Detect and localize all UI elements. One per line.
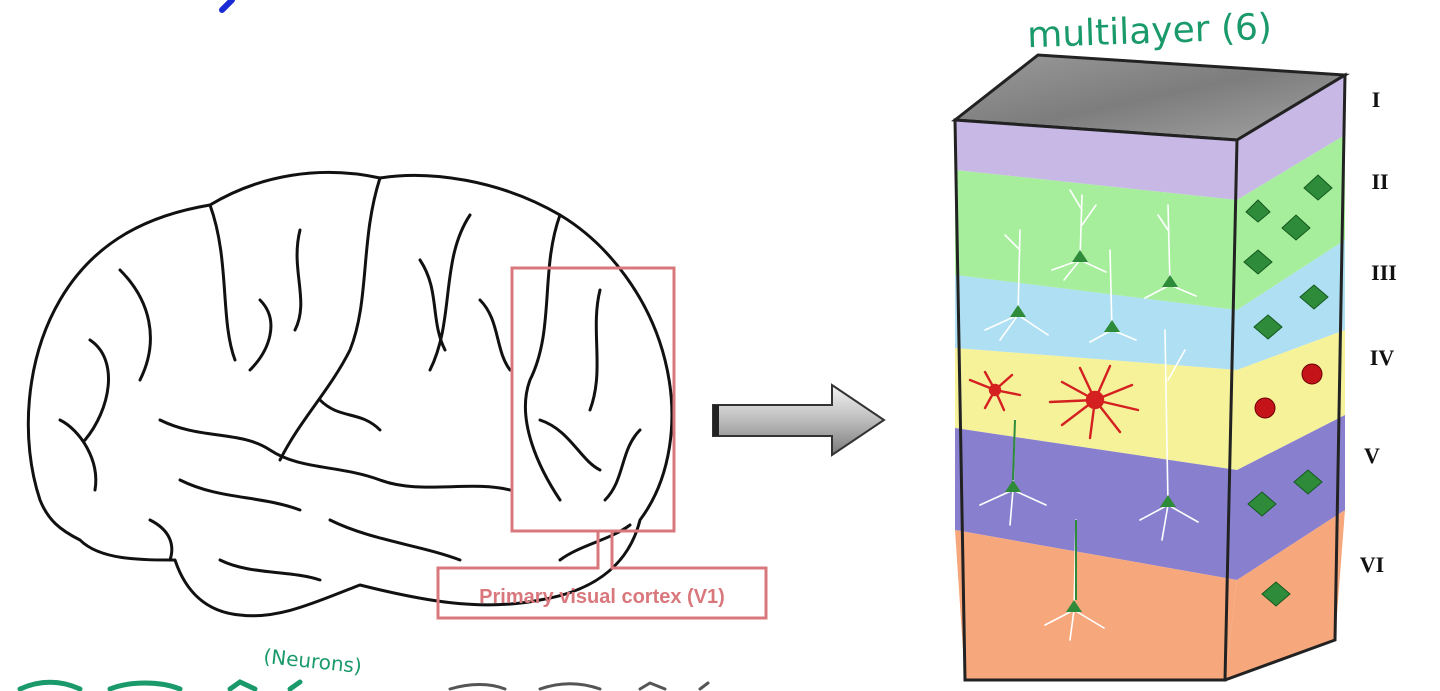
side-stellate-cells bbox=[1254, 363, 1323, 419]
side-cells bbox=[1243, 174, 1333, 607]
neurons-note: (Neurons) bbox=[262, 644, 363, 678]
front-layer-3 bbox=[955, 275, 1237, 370]
v1-callout-frame bbox=[436, 531, 768, 620]
multilayer-note: multilayer (6) bbox=[1027, 7, 1273, 57]
layer-label-4: IV bbox=[1370, 345, 1395, 370]
front-stellate-cells bbox=[968, 364, 1140, 440]
v1-region-label: Primary visual cortex (V1) bbox=[479, 586, 725, 608]
front-layer-2 bbox=[955, 170, 1237, 310]
front-layer-6 bbox=[955, 530, 1237, 680]
brain-outline bbox=[26, 170, 674, 618]
cortex-block bbox=[951, 53, 1350, 682]
layer-label-6: VI bbox=[1360, 552, 1384, 577]
arrow-right-icon bbox=[712, 383, 886, 457]
layer-numerals: I II III IV V VI bbox=[1360, 87, 1397, 577]
cropped-dark-handwriting bbox=[448, 681, 710, 691]
layer-label-2: II bbox=[1371, 169, 1388, 194]
layer-label-3: III bbox=[1371, 260, 1397, 285]
cropped-green-handwriting bbox=[17, 679, 303, 691]
layer-label-1: I bbox=[1372, 87, 1381, 112]
blue-ink-mark bbox=[219, 0, 235, 13]
v1-region-box bbox=[510, 266, 676, 533]
side-layer-3 bbox=[1237, 240, 1345, 370]
side-layer-4 bbox=[1237, 330, 1345, 470]
v1-region-highlight bbox=[436, 266, 768, 620]
side-layer-1 bbox=[1237, 75, 1345, 200]
brain-illustration bbox=[26, 170, 674, 618]
front-layer-5 bbox=[955, 428, 1237, 580]
side-layer-5 bbox=[1237, 415, 1345, 580]
layer-label-5: V bbox=[1364, 443, 1380, 468]
front-pyramidal-cells bbox=[1005, 250, 1178, 612]
front-layer-1 bbox=[955, 120, 1237, 200]
